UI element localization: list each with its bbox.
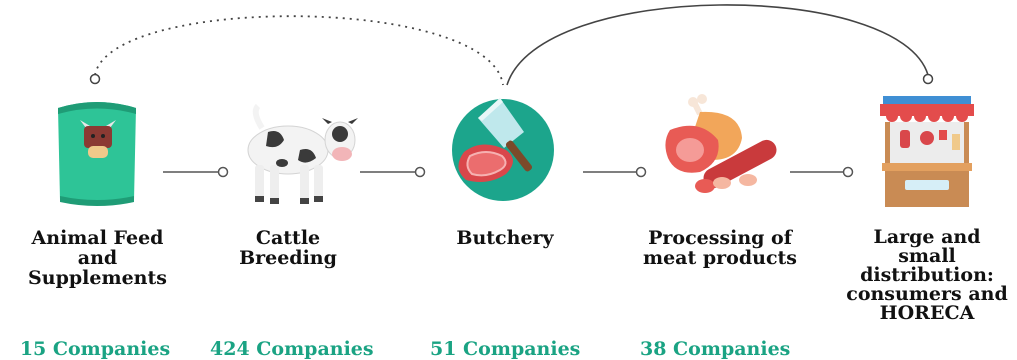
arc-end-dot	[89, 73, 101, 85]
company-count-feed: 15 Companies	[19, 338, 171, 360]
feed-bag-icon	[58, 102, 136, 206]
solid-arc	[506, 4, 929, 86]
stage-label-feed: Animal Feed and Supplements	[28, 227, 167, 289]
arc-end-dot	[922, 73, 934, 85]
stage-label-processing: Processing of meat products	[642, 227, 797, 269]
company-count-butchery: 51 Companies	[430, 338, 581, 360]
stage-label-butchery: Butchery	[456, 227, 554, 249]
dotted-arc	[94, 15, 504, 86]
cleaver-steak-icon	[452, 98, 554, 201]
connector	[163, 166, 229, 178]
cow-icon	[247, 103, 358, 204]
connector	[583, 166, 647, 178]
market-stall-icon	[880, 96, 974, 207]
connector	[360, 166, 426, 178]
stage-label-cattle: Cattle Breeding	[239, 227, 337, 269]
connector	[790, 166, 854, 178]
company-count-cattle: 424 Companies	[210, 338, 374, 360]
ham-sausage-icon	[665, 94, 777, 193]
company-count-processing: 38 Companies	[640, 338, 791, 360]
stage-label-distribution: Large and small distribution: consumers …	[846, 226, 1008, 324]
